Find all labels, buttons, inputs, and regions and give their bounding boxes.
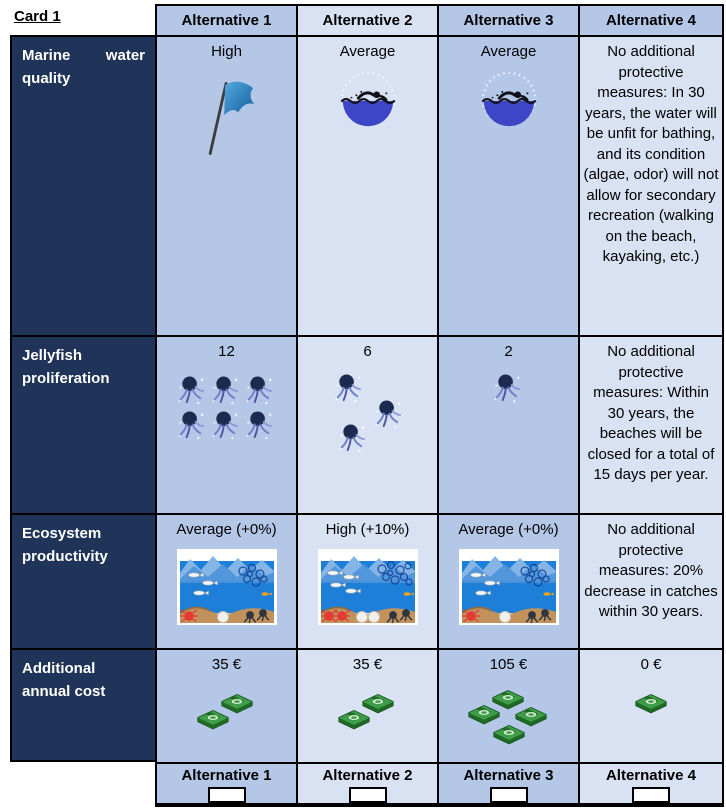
money-stack-icon-group [194, 689, 260, 735]
cell-cost-alt4: 0 € [578, 648, 724, 762]
cell-marine-alt3: Average [437, 35, 578, 335]
money-stack-icon [335, 705, 373, 731]
level-value: Average (+0%) [458, 521, 559, 538]
level-value: Average [480, 43, 537, 60]
cell-jellyfish-alt3: 2 [437, 335, 578, 513]
header-alternative-3: Alternative 3 [437, 4, 578, 35]
status-quo-description: No additional protective measures: In 30… [583, 43, 719, 265]
header-label: Alternative 2 [322, 12, 413, 29]
header-label: Alternative 4 [605, 12, 697, 29]
level-value: 12 [218, 343, 235, 360]
checkbox-alternative-1[interactable] [207, 787, 246, 803]
money-stack-icon-group [335, 689, 401, 735]
jellyfish-icon [334, 372, 365, 405]
level-value: 2 [504, 343, 513, 360]
sea-ecosystem-scene [459, 549, 559, 625]
cost-value: 35 € [352, 656, 383, 673]
jellyfish-icon [493, 372, 524, 405]
money-stack-icon [194, 705, 232, 731]
header-label: Alternative 3 [463, 12, 554, 29]
cell-ecosystem-alt4: No additional protective measures: 20% d… [578, 513, 724, 648]
cell-ecosystem-alt1: Average (+0%) [155, 513, 296, 648]
jellyfish-icon [245, 374, 276, 407]
jellyfish-icon-group [175, 374, 279, 442]
header-alternative-2: Alternative 2 [296, 4, 437, 35]
jellyfish-icon-group [320, 370, 416, 456]
sea-ecosystem-scene [318, 549, 418, 625]
attribute-label-ecosystem-productivity: Ecosystem productivity [10, 513, 155, 648]
cell-marine-alt1: High [155, 35, 296, 335]
level-value: Average [339, 43, 396, 60]
jellyfish-icon [177, 374, 208, 407]
jellyfish-icon [245, 409, 276, 442]
cell-ecosystem-alt3: Average (+0%) [437, 513, 578, 648]
cell-jellyfish-alt4: No additional protective measures: Withi… [578, 335, 724, 513]
sea-ecosystem-scene [177, 549, 277, 625]
level-value: Average (+0%) [176, 521, 277, 538]
choice-label: Alternative 1 [181, 767, 272, 784]
level-value: High (+10%) [325, 521, 410, 538]
cost-value: 35 € [211, 656, 242, 673]
jellyfish-icon-group [493, 372, 524, 405]
choice-label: Alternative 4 [605, 767, 697, 784]
choice-cell-alternative-4: Alternative 4 [578, 762, 724, 807]
cell-cost-alt3: 105 € [437, 648, 578, 762]
cell-cost-alt1: 35 € [155, 648, 296, 762]
cell-marine-alt2: Average [296, 35, 437, 335]
status-quo-description: No additional protective measures: 20% d… [584, 521, 718, 620]
swimmer-in-sea-icon [476, 72, 542, 132]
cost-value: 105 € [489, 656, 528, 673]
choice-cell-alternative-3: Alternative 3 [437, 762, 578, 807]
cell-jellyfish-alt1: 12 [155, 335, 296, 513]
header-label: Alternative 1 [181, 12, 272, 29]
cell-ecosystem-alt2: High (+10%) [296, 513, 437, 648]
jellyfish-icon [177, 409, 208, 442]
cell-marine-alt4: No additional protective measures: In 30… [578, 35, 724, 335]
status-quo-description: No additional protective measures: Withi… [587, 343, 715, 483]
header-alternative-1: Alternative 1 [155, 4, 296, 35]
cost-value: 0 € [640, 656, 662, 673]
checkbox-alternative-4[interactable] [632, 787, 670, 803]
card-title: Card 1 [14, 8, 61, 25]
jellyfish-icon [211, 374, 242, 407]
cell-cost-alt2: 35 € [296, 648, 437, 762]
jellyfish-icon [338, 422, 369, 455]
level-value: 6 [363, 343, 372, 360]
choice-cell-alternative-1: Alternative 1 [155, 762, 296, 807]
checkbox-alternative-2[interactable] [348, 787, 387, 803]
jellyfish-icon [374, 398, 405, 431]
checkbox-alternative-3[interactable] [489, 787, 528, 803]
choice-label: Alternative 3 [463, 767, 554, 784]
choice-label: Alternative 2 [322, 767, 413, 784]
attribute-label-additional-annual-cost: Additional annual cost [10, 648, 155, 762]
blue-flag-icon [198, 78, 256, 158]
jellyfish-icon [211, 409, 242, 442]
money-stack-icon-group [465, 685, 553, 751]
choice-cell-alternative-2: Alternative 2 [296, 762, 437, 807]
attribute-label-jellyfish-proliferation: Jellyfish proliferation [10, 335, 155, 513]
money-stack-icon [490, 720, 528, 746]
attribute-label-marine-water-quality: Marine water quality [10, 35, 155, 335]
level-value: High [211, 43, 242, 60]
money-stack-icon-group [632, 689, 670, 715]
header-alternative-4: Alternative 4 [578, 4, 724, 35]
money-stack-icon [632, 689, 670, 715]
cell-jellyfish-alt2: 6 [296, 335, 437, 513]
swimmer-in-sea-icon [335, 72, 401, 132]
